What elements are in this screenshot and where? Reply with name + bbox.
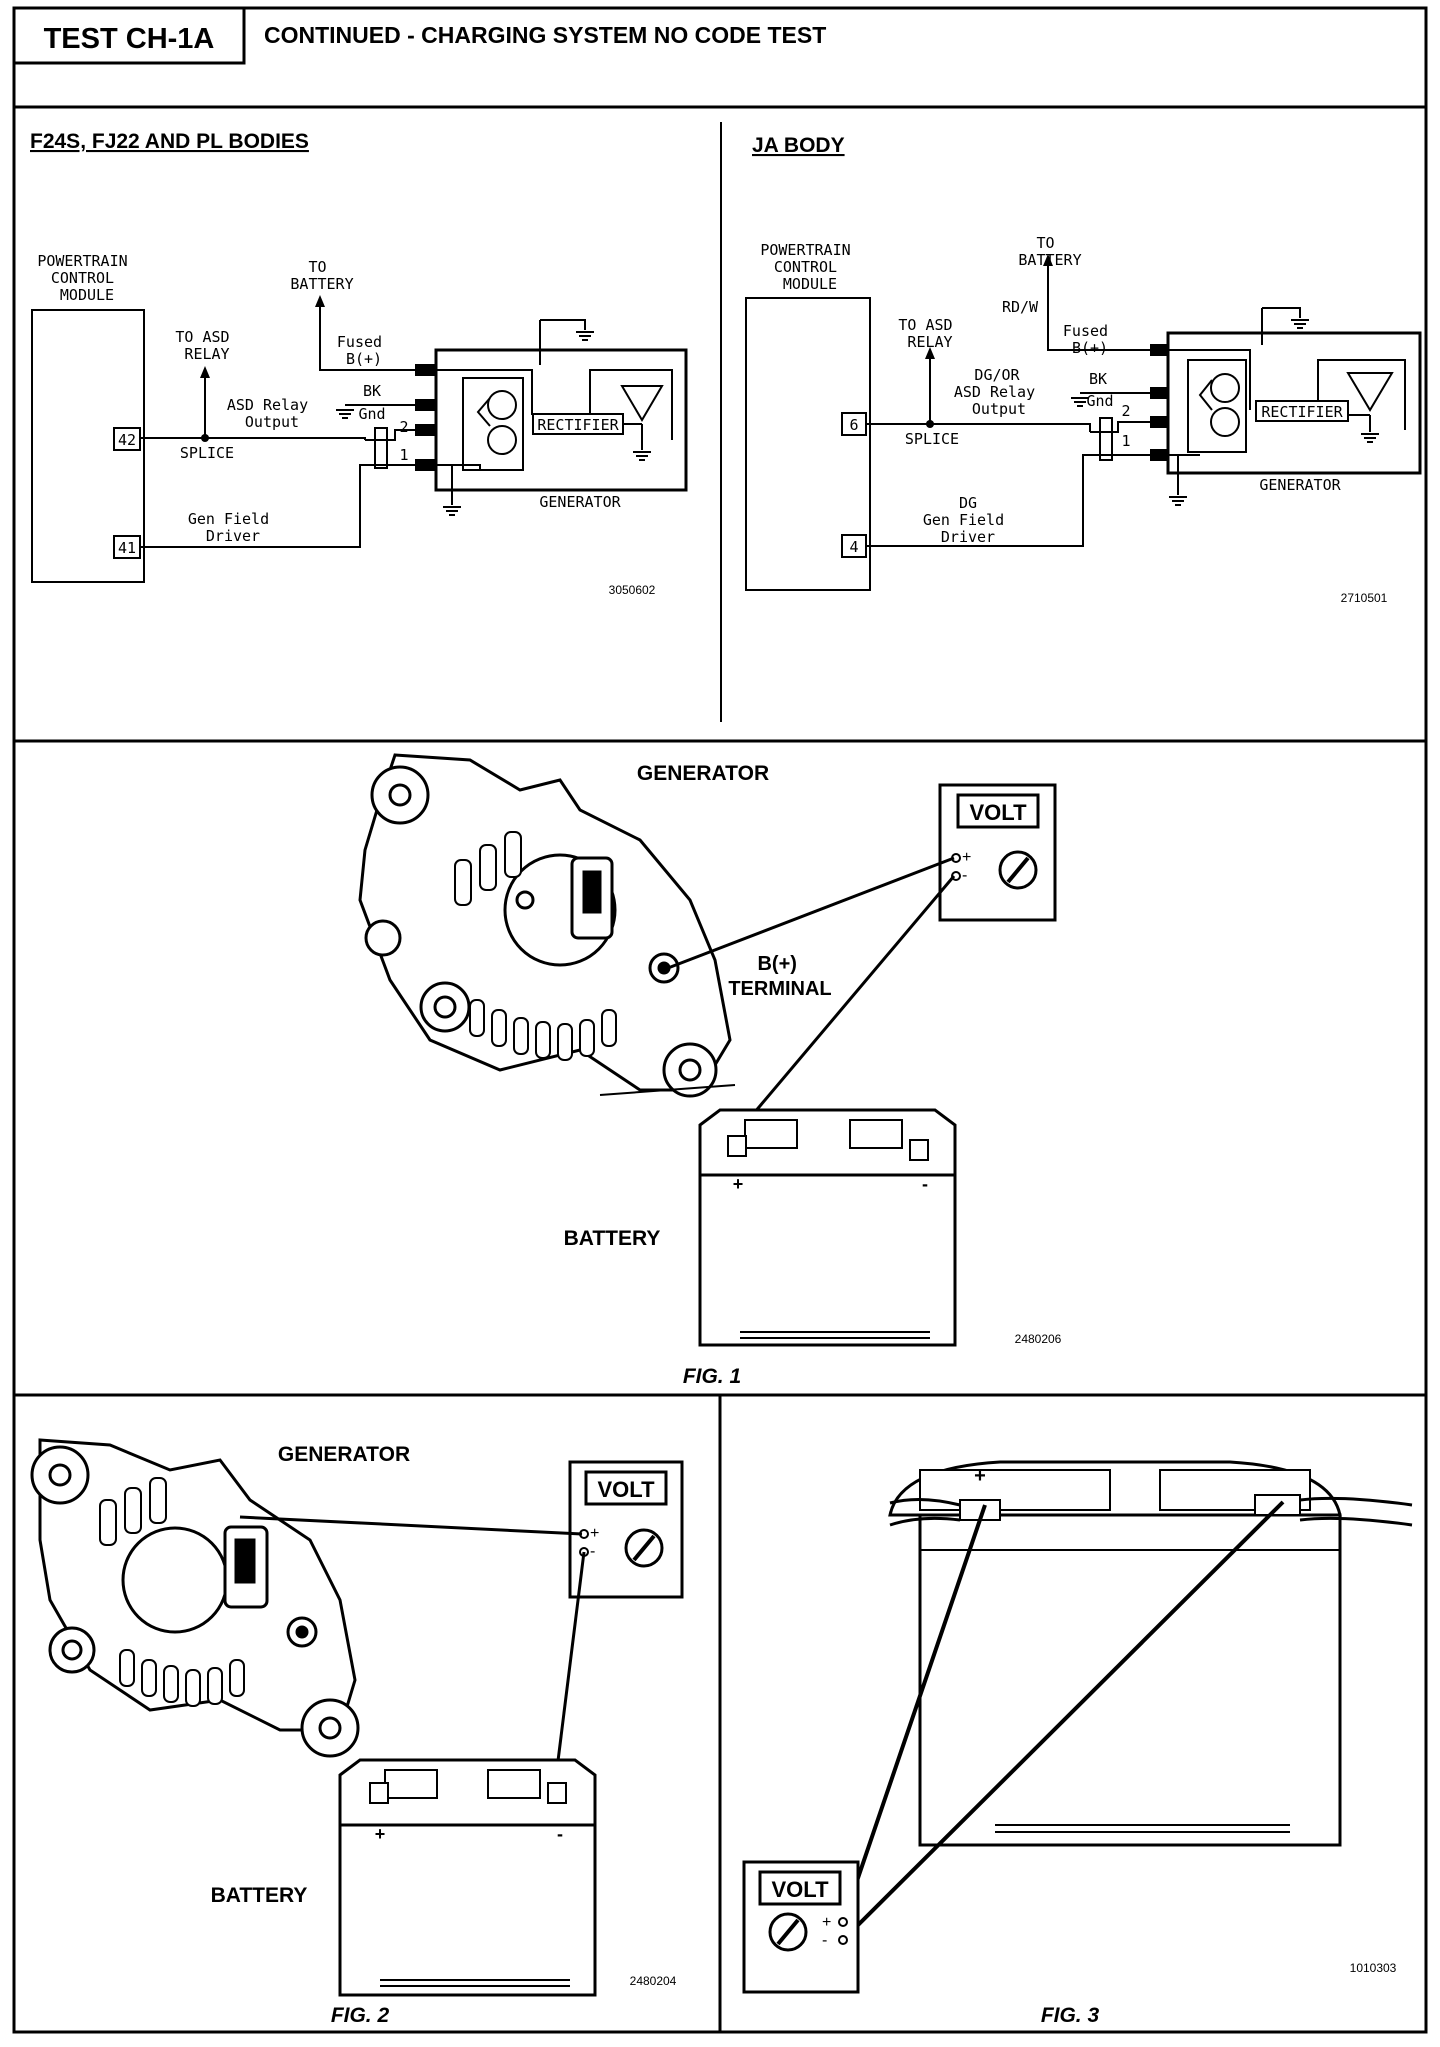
to-battery-label: TO BATTERY [290,258,353,293]
fig3-number: 1010303 [1350,1961,1397,1975]
fig1-lead-positive [667,856,955,970]
pin-42: 42 [118,431,136,449]
minus-terminal-label: - [590,1543,595,1560]
fig2-generator-label: GENERATOR [278,1443,410,1466]
volt-label: VOLT [771,1877,829,1902]
fig1-number: 2480206 [1015,1332,1062,1346]
fig2-battery [338,1758,597,1997]
fig2-number: 2480204 [630,1974,677,1988]
gen-field-driver-label: Gen Field Driver [923,511,1013,546]
to-asd-relay-label: TO ASD RELAY [175,328,238,363]
fig2-lead-negative [554,1551,586,1778]
splice-label: SPLICE [905,430,959,448]
schematic-right: JA BODY POWERTRAIN CONTROL MODULE 6 4 TO… [745,134,1422,605]
pin-4: 4 [849,538,858,556]
b-plus-terminal-label: B(+) TERMINAL [728,953,831,1000]
volt-label: VOLT [969,800,1027,825]
fig1-battery [698,1108,957,1347]
generator-label: GENERATOR [1259,476,1341,494]
fig1-battery-label: BATTERY [564,1227,661,1250]
plus-terminal-label: + [962,849,971,866]
wires-right [866,262,1150,547]
bk-label: BK [363,382,381,400]
minus-terminal-label: - [962,867,967,884]
fig3-voltmeter: VOLT + - [742,1860,860,1994]
to-battery-label: TO BATTERY [1018,234,1081,269]
pcm-label: POWERTRAIN CONTROL MODULE [37,252,136,304]
fig1-generator-drawing [358,753,736,1098]
gnd-label: Gnd [358,405,385,423]
test-id: TEST CH-1A [44,23,215,55]
fig3: + VOLT + - 1010303 FIG. 3 [742,1460,1413,2027]
plus-terminal-label: + [590,1525,599,1542]
fig2-caption: FIG. 2 [331,2004,390,2027]
fig3-battery [888,1460,1342,1847]
splice-dot [201,434,209,442]
dg-or-label: DG/OR [974,366,1020,384]
asd-relay-output-label: ASD Relay Output [954,383,1044,418]
fused-b-plus-label: Fused B(+) [1063,322,1117,357]
fig2-generator-drawing [30,1438,360,1758]
fig1-generator-label: GENERATOR [637,762,769,785]
page-title: CONTINUED - CHARGING SYSTEM NO CODE TEST [264,22,826,48]
pin-6: 6 [849,416,858,434]
splice-dot [926,420,934,428]
rd-w-label: RD/W [1002,298,1039,316]
fig-number: 2710501 [1341,591,1388,605]
fig3-lead-positive [841,1504,987,1923]
header: TEST CH-1A CONTINUED - CHARGING SYSTEM N… [12,6,826,65]
gnd-label: Gnd [1086,392,1113,410]
battery-minus-sign: - [557,1824,563,1844]
fig2-voltmeter: VOLT + - [568,1460,684,1599]
page-frame [12,6,1428,2034]
asd-relay-output-label: ASD Relay Output [227,396,317,431]
battery-plus-sign: + [974,1465,986,1487]
fig1-caption: FIG. 1 [683,1365,741,1388]
pcm-label: POWERTRAIN CONTROL MODULE [760,241,859,293]
test-id-box [12,6,246,65]
fig1-lead-negative [736,875,956,1133]
bk-label: BK [1089,370,1107,388]
splice-label: SPLICE [180,444,234,462]
pin-41: 41 [118,539,136,557]
to-asd-relay-label: TO ASD RELAY [898,316,961,351]
fig3-lead-negative [841,1500,1285,1942]
pcm-box [31,309,145,583]
gen-field-driver-label: Gen Field Driver [188,510,278,545]
pin-1-label: 1 [399,446,408,464]
fig1-voltmeter: VOLT + - [938,783,1057,922]
pcm-box [745,297,871,591]
pin-2-label: 2 [399,418,408,436]
fig3-cables [889,1494,1413,1527]
fused-b-plus-label: Fused B(+) [337,333,391,368]
fig2-battery-label: BATTERY [211,1884,308,1907]
schematic-right-title: JA BODY [752,134,845,157]
generator-label: GENERATOR [539,493,621,511]
generator-schematic-left: RECTIFIER GENERATOR [415,319,688,516]
pin-1-label: 1 [1121,432,1130,450]
rectifier-label: RECTIFIER [537,416,619,434]
pin-2-label: 2 [1121,402,1130,420]
volt-label: VOLT [597,1477,655,1502]
dg-label: DG [959,494,977,512]
fig2: GENERATOR VOLT [30,1438,684,2027]
minus-terminal-label: - [822,1932,827,1949]
rectifier-label: RECTIFIER [1261,403,1343,421]
fig-number: 3050602 [609,583,656,597]
plus-terminal-label: + [822,1914,831,1931]
wires-left [140,305,415,548]
battery-plus-sign: + [733,1174,744,1194]
battery-plus-sign: + [375,1824,386,1844]
schematic-left: F24S, FJ22 AND PL BODIES POWERTRAIN CONT… [30,130,688,597]
generator-schematic-right: RECTIFIER GENERATOR [1150,307,1422,506]
fig1: GENERATOR [358,753,1062,1388]
battery-minus-sign: - [922,1174,928,1194]
schematic-left-title: F24S, FJ22 AND PL BODIES [30,130,309,153]
fig3-caption: FIG. 3 [1041,2004,1100,2027]
fig2-lead-positive [239,1515,583,1536]
